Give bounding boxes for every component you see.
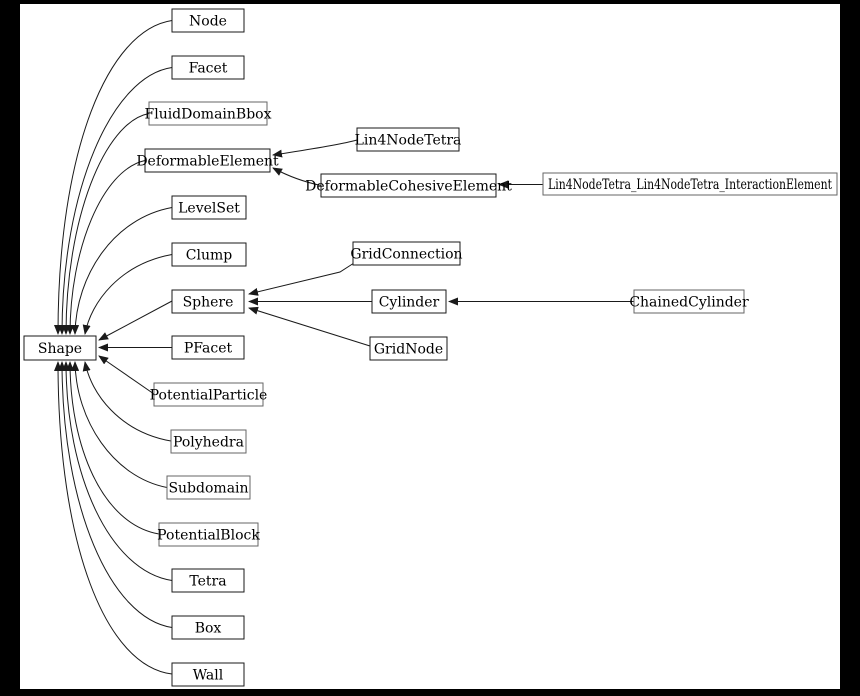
class-node-box[interactable]: Box [171, 615, 245, 640]
class-label-gridconnection: GridConnection [350, 247, 462, 263]
class-box-chainedcylinder[interactable] [633, 289, 745, 314]
class-box-levelset[interactable] [171, 195, 247, 220]
class-label-deformablecohesiveelement: DeformableCohesiveElement [305, 179, 512, 195]
class-node-facet[interactable]: Facet [171, 55, 245, 80]
class-node-subdomain[interactable]: Subdomain [166, 475, 251, 500]
class-node-deformableelement[interactable]: DeformableElement [136, 148, 279, 173]
class-box-lin4nodetetra[interactable] [356, 127, 460, 152]
class-box-facet[interactable] [171, 55, 245, 80]
class-box-sphere[interactable] [171, 289, 245, 314]
class-node-gridconnection[interactable]: GridConnection [350, 241, 463, 266]
class-label-facet: Facet [189, 61, 228, 77]
class-box-potentialblock[interactable] [158, 522, 259, 547]
class-label-potentialblock: PotentialBlock [157, 528, 260, 544]
inheritance-edge-potentialparticle-to-shape [98, 355, 155, 395]
class-label-wall: Wall [193, 668, 224, 684]
class-box-shape[interactable] [23, 335, 97, 361]
inheritance-edge-node-to-shape [54, 20, 173, 335]
class-label-clump: Clump [186, 248, 232, 264]
inheritance-edge-fluiddomainbbox-to-shape [62, 113, 150, 335]
inheritance-edge-gridconnection-to-sphere [248, 262, 355, 296]
class-node-lin4nodetetra_lin4nodetetra_interactionelement[interactable]: Lin4NodeTetra_Lin4NodeTetra_InteractionE… [542, 172, 838, 196]
inheritance-edge-deformableelement-to-shape [66, 160, 146, 335]
class-label-levelset: LevelSet [178, 201, 240, 217]
class-label-sphere: Sphere [183, 295, 234, 311]
class-node-chainedcylinder[interactable]: ChainedCylinder [629, 289, 749, 314]
class-node-sphere[interactable]: Sphere [171, 289, 245, 314]
class-box-deformablecohesiveelement[interactable] [320, 173, 497, 198]
class-box-gridnode[interactable] [369, 336, 448, 361]
class-node-levelset[interactable]: LevelSet [171, 195, 247, 220]
class-node-wall[interactable]: Wall [171, 662, 245, 687]
inheritance-edge-gridnode-to-sphere [248, 306, 371, 347]
class-label-potentialparticle: PotentialParticle [150, 388, 268, 404]
class-box-deformableelement[interactable] [144, 148, 271, 173]
class-box-fluiddomainbbox[interactable] [148, 101, 268, 126]
class-label-chainedcylinder: ChainedCylinder [629, 295, 749, 311]
class-node-lin4nodetetra[interactable]: Lin4NodeTetra [355, 127, 462, 152]
inheritance-edge-lin4nodetetra-to-deformableelement [272, 139, 358, 158]
class-node-polyhedra[interactable]: Polyhedra [170, 429, 247, 454]
class-node-potentialparticle[interactable]: PotentialParticle [150, 382, 268, 407]
class-node-fluiddomainbbox[interactable]: FluidDomainBbox [145, 101, 272, 126]
inheritance-edge-facet-to-shape [58, 67, 173, 335]
class-box-tetra[interactable] [171, 568, 245, 593]
inheritance-edge-subdomain-to-shape [71, 361, 168, 488]
class-label-tetra: Tetra [189, 574, 226, 590]
class-label-polyhedra: Polyhedra [173, 435, 244, 451]
class-label-cylinder: Cylinder [379, 295, 440, 311]
inheritance-edge-potentialblock-to-shape [66, 361, 160, 535]
class-box-gridconnection[interactable] [352, 241, 461, 266]
inheritance-edge-sphere-to-shape [98, 300, 173, 341]
class-label-lin4nodetetra: Lin4NodeTetra [355, 133, 462, 149]
class-node-shape[interactable]: Shape [23, 335, 97, 361]
class-label-box: Box [195, 621, 222, 637]
class-label-shape: Shape [38, 341, 82, 357]
class-node-clump[interactable]: Clump [171, 242, 247, 267]
class-node-pfacet[interactable]: PFacet [171, 335, 245, 360]
class-label-fluiddomainbbox: FluidDomainBbox [145, 107, 272, 123]
class-node-potentialblock[interactable]: PotentialBlock [157, 522, 260, 547]
class-box-wall[interactable] [171, 662, 245, 687]
class-label-subdomain: Subdomain [168, 481, 248, 497]
inheritance-edge-tetra-to-shape [62, 361, 173, 581]
class-box-pfacet[interactable] [171, 335, 245, 360]
class-box-cylinder[interactable] [371, 289, 447, 314]
class-box-potentialparticle[interactable] [153, 382, 264, 407]
inheritance-edge-wall-to-shape [54, 361, 173, 675]
class-label-lin4nodetetra_lin4nodetetra_interactionelement: Lin4NodeTetra_Lin4NodeTetra_InteractionE… [548, 177, 832, 193]
inheritance-edge-polyhedra-to-shape [82, 361, 172, 442]
class-node-node[interactable]: Node [171, 8, 245, 33]
inheritance-edge-deformablecohesiveelement-to-deformableelement [272, 167, 322, 186]
class-label-node: Node [189, 14, 227, 30]
class-label-pfacet: PFacet [184, 341, 233, 357]
class-box-clump[interactable] [171, 242, 247, 267]
class-label-gridnode: GridNode [374, 342, 443, 358]
class-node-deformablecohesiveelement[interactable]: DeformableCohesiveElement [305, 173, 512, 198]
inheritance-edge-clump-to-shape [82, 254, 173, 335]
class-box-subdomain[interactable] [166, 475, 251, 500]
class-box-polyhedra[interactable] [170, 429, 247, 454]
class-box-lin4nodetetra_lin4nodetetra_interactionelement[interactable] [542, 172, 838, 196]
inheritance-edge-box-to-shape [58, 361, 173, 628]
class-label-deformableelement: DeformableElement [136, 154, 279, 170]
inheritance-edge-levelset-to-shape [71, 207, 173, 335]
class-node-tetra[interactable]: Tetra [171, 568, 245, 593]
class-box-box[interactable] [171, 615, 245, 640]
class-node-gridnode[interactable]: GridNode [369, 336, 448, 361]
class-box-node[interactable] [171, 8, 245, 33]
class-node-cylinder[interactable]: Cylinder [371, 289, 447, 314]
